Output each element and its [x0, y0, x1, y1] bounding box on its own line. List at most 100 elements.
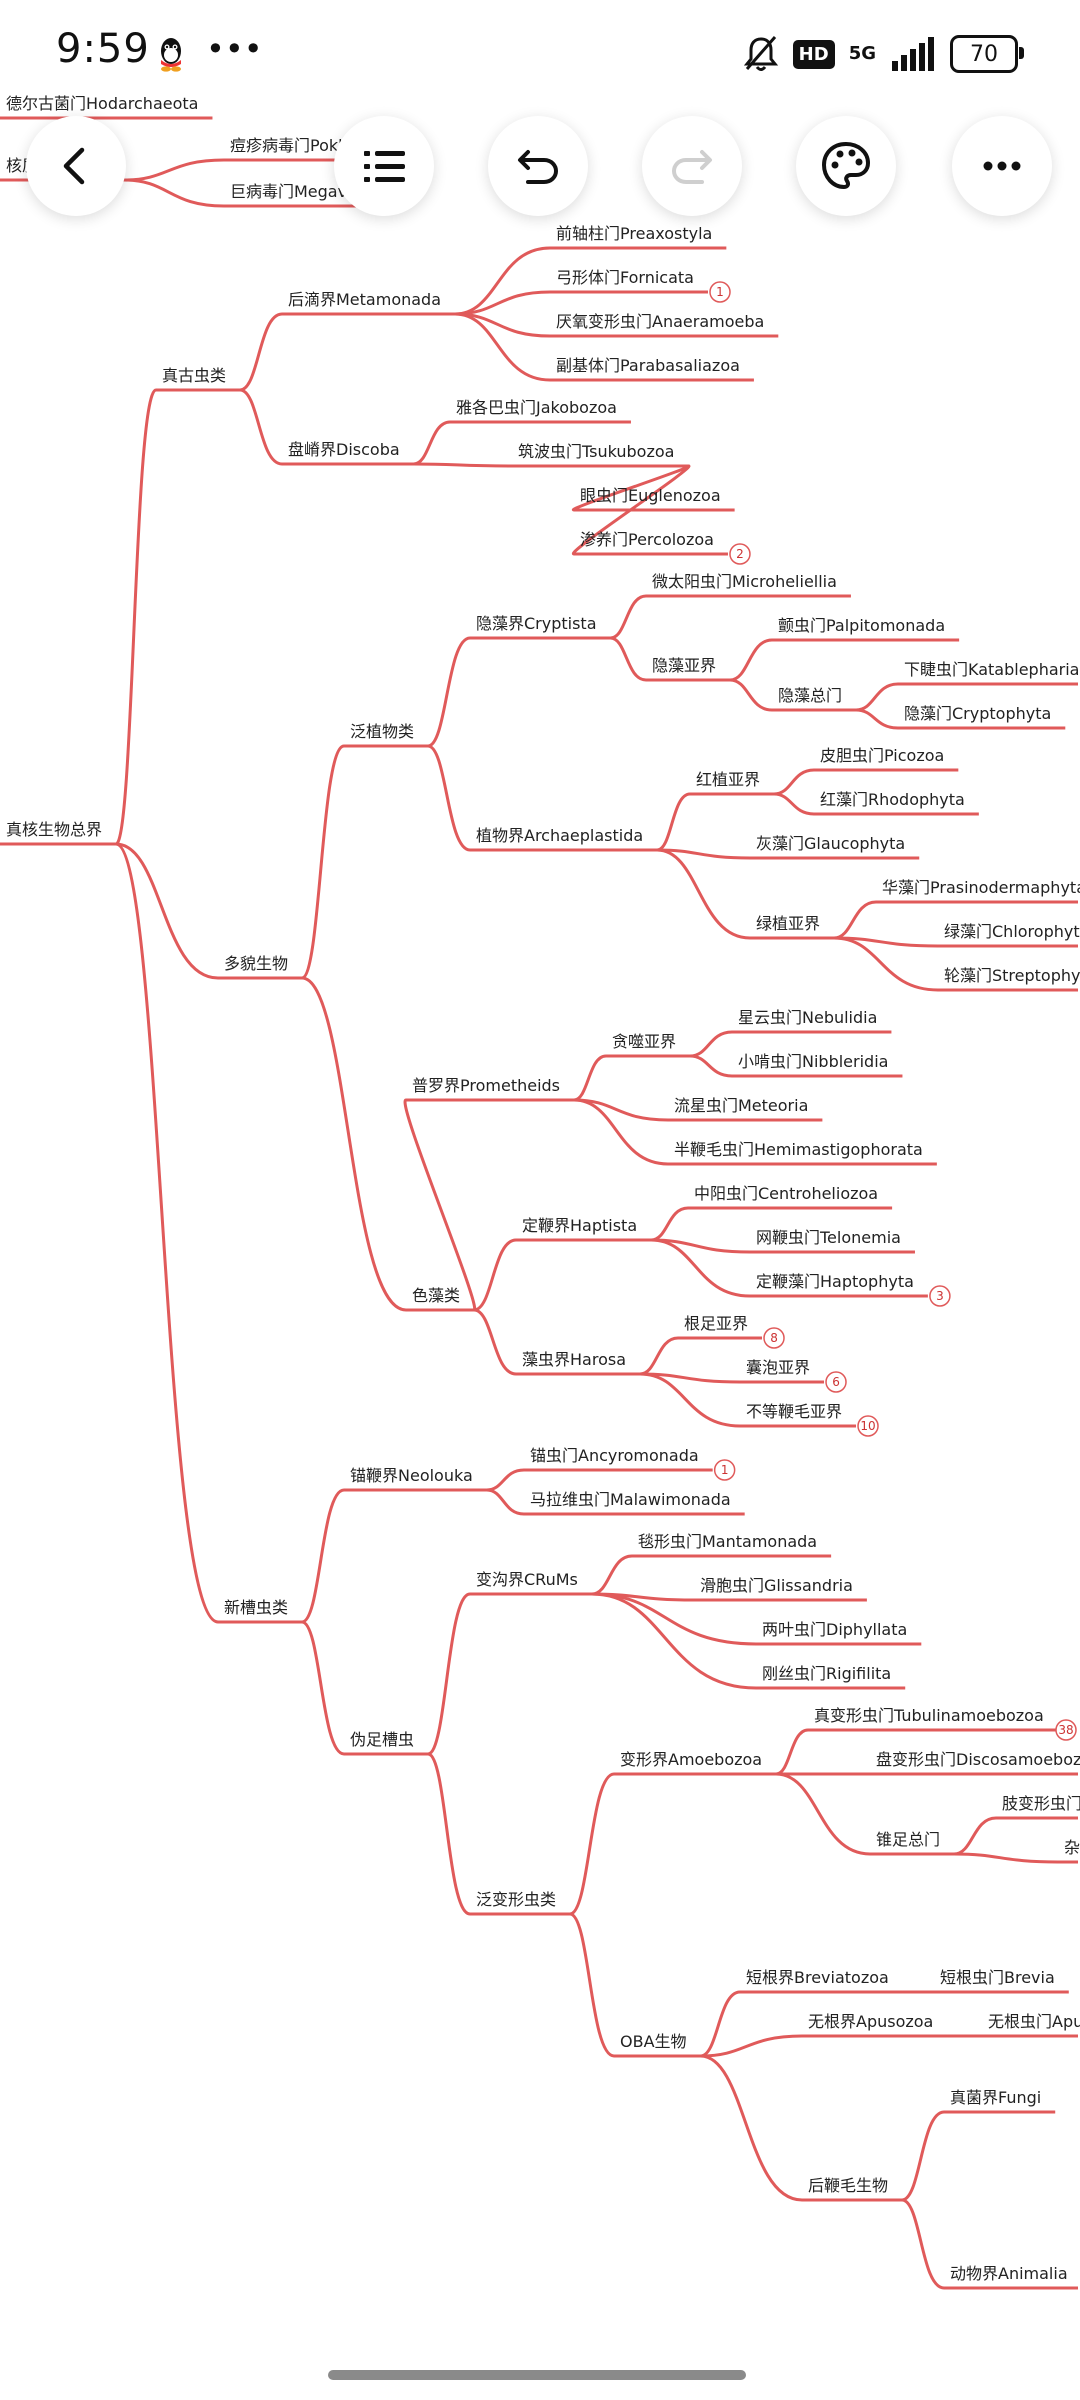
mind-map-node[interactable]: 锚鞭界Neolouka: [344, 1466, 487, 1492]
mind-map-node[interactable]: 隐藻亚界: [646, 656, 731, 682]
mind-map-node[interactable]: 无根虫门Apus…: [982, 2012, 1080, 2038]
mind-map-node[interactable]: 真古虫类: [156, 366, 241, 392]
mind-map-node[interactable]: 厌氧变形虫门Anaeramoeba: [550, 312, 779, 338]
collapsed-count-badge[interactable]: [929, 1285, 951, 1307]
branch-connector: [412, 462, 514, 468]
mind-map-node[interactable]: 变形界Amoebozoa: [614, 1750, 777, 1776]
mind-map-node[interactable]: 副基体门Parabasaliazoa: [550, 356, 754, 382]
mind-map-node[interactable]: 灰藻门Glaucophyta: [750, 834, 920, 860]
mind-map-node[interactable]: 轮藻门Streptophyta: [938, 966, 1080, 992]
mind-map-node[interactable]: 短根界Breviatozoa: [740, 1968, 903, 1994]
mind-map-node[interactable]: 杂变…: [1058, 1838, 1080, 1864]
mind-map-node[interactable]: 小啃虫门Nibbleridia: [732, 1052, 903, 1078]
mind-map-node[interactable]: 泛植物类: [344, 722, 429, 748]
mind-map-node[interactable]: 绿藻门Chlorophyta: [938, 922, 1080, 948]
mind-map-node[interactable]: OBA生物: [614, 2032, 701, 2058]
mind-map-node[interactable]: 刚丝虫门Rigifilita: [756, 1664, 906, 1690]
collapsed-count-badge[interactable]: [1055, 1719, 1077, 1741]
collapsed-count-badge[interactable]: [763, 1327, 785, 1349]
mind-map-node[interactable]: 半鞭毛虫门Hemimastigophorata: [668, 1140, 937, 1166]
node-label: 华藻门Prasinodermaphyta: [882, 878, 1080, 897]
branch-lines: [114, 158, 1060, 2290]
mind-map-node[interactable]: 绿植亚界: [750, 914, 835, 940]
undo-button[interactable]: [488, 116, 588, 216]
mind-map-node[interactable]: 两叶虫门Diphyllata: [756, 1620, 922, 1646]
mind-map-node[interactable]: 前轴柱门Preaxostyla: [550, 224, 727, 250]
mind-map-node[interactable]: 华藻门Prasinodermaphyta: [876, 878, 1080, 904]
mind-map-node[interactable]: 盘嵴界Discoba: [282, 440, 414, 466]
mind-map-node[interactable]: 多貌生物: [218, 954, 303, 980]
more-button[interactable]: [952, 116, 1052, 216]
mind-map-node[interactable]: 眼虫门Euglenozoa: [574, 486, 735, 512]
collapsed-count-badge[interactable]: [709, 281, 731, 303]
mind-map-node[interactable]: 星云虫门Nebulidia: [732, 1008, 892, 1034]
mind-map-node[interactable]: 定鞭界Haptista: [516, 1216, 652, 1242]
mind-map-node[interactable]: 植物界Archaeplastida: [470, 826, 658, 852]
outline-button[interactable]: [334, 116, 434, 216]
collapsed-count-badge[interactable]: [729, 543, 751, 565]
mind-map-node[interactable]: 肢变形虫门C…: [996, 1794, 1080, 1820]
mind-map-node[interactable]: 伪足槽虫: [344, 1730, 429, 1756]
mind-map-node[interactable]: 普罗界Prometheids: [406, 1076, 575, 1102]
branch-connector: [688, 1054, 734, 1078]
mind-map-node[interactable]: 微太阳虫门Microheliellia: [646, 572, 851, 598]
mind-map-node[interactable]: 隐藻总门: [772, 686, 857, 712]
mind-map-node[interactable]: 网鞭虫门Telonemia: [750, 1228, 915, 1254]
mind-map-node[interactable]: 隐藻门Cryptophyta: [898, 704, 1066, 730]
mind-map-node[interactable]: 变沟界CRuMs: [470, 1570, 592, 1596]
mind-map-node[interactable]: 泛变形虫类: [470, 1890, 571, 1916]
mind-map-node[interactable]: 红植亚界: [690, 770, 775, 796]
mind-map-node[interactable]: 德尔古菌门Hodarchaeota: [0, 94, 213, 120]
branch-connector: [772, 792, 816, 816]
mind-map-node[interactable]: 雅各巴虫门Jakobozoa: [450, 398, 631, 424]
mind-map-node[interactable]: 锥足总门: [870, 1830, 955, 1856]
mind-map-node[interactable]: 红藻门Rhodophyta: [814, 790, 979, 816]
mind-map-node[interactable]: 无根界Apusozoa: [802, 2012, 948, 2038]
mind-map-node[interactable]: 盘变形虫门Discosamoebozoa: [870, 1750, 1080, 1776]
mind-map-node[interactable]: 下睫虫门Katablepharia: [898, 660, 1079, 686]
node-label: 后鞭毛生物: [808, 2176, 888, 2195]
mind-map-node[interactable]: 毯形虫门Mantamonada: [632, 1532, 832, 1558]
mind-map-nodes: 德尔古菌门Hodarchaeota核质……virae痘疹病毒门Pokk…巨病毒门…: [0, 94, 1080, 2290]
mind-map-node[interactable]: 筑波虫门Tsukubozoa: [512, 442, 689, 468]
mind-map-node[interactable]: 色藻类: [406, 1286, 475, 1312]
node-label: 小啃虫门Nibbleridia: [738, 1052, 888, 1071]
mind-map-node[interactable]: 动物界Animalia: [944, 2264, 1078, 2290]
mind-map-node[interactable]: 真核生物总界: [0, 820, 117, 846]
mind-map-node[interactable]: 后滴界Metamonada: [282, 290, 456, 316]
mind-map-node[interactable]: 滑胞虫门Glissandria: [694, 1576, 867, 1602]
mind-map-node[interactable]: 隐藻界Cryptista: [470, 614, 611, 640]
mind-map-node[interactable]: 马拉维虫门Malawimonada: [524, 1490, 745, 1516]
collapsed-count-badge[interactable]: [825, 1371, 847, 1393]
theme-button[interactable]: [796, 116, 896, 216]
node-label: 泛变形虫类: [476, 1890, 556, 1909]
mind-map-node[interactable]: 短根虫门Brevia: [934, 1968, 1069, 1994]
branch-connector: [952, 1852, 1060, 1864]
collapsed-count-badge[interactable]: [713, 1459, 736, 1481]
collapsed-count-badge[interactable]: [857, 1415, 879, 1437]
mind-map-node[interactable]: 中阳虫门Centroheliozoa: [688, 1184, 893, 1210]
mind-map-node[interactable]: 贪噬亚界: [606, 1032, 691, 1058]
mind-map-node[interactable]: 后鞭毛生物: [802, 2176, 903, 2202]
mind-map-node[interactable]: 新槽虫类: [218, 1598, 303, 1624]
mind-map-node[interactable]: 皮胆虫门Picozoa: [814, 746, 959, 772]
badge-count: 3: [936, 1289, 944, 1303]
redo-button[interactable]: [642, 116, 742, 216]
back-button[interactable]: [26, 116, 126, 216]
branch-connector: [426, 744, 472, 852]
mind-map-node[interactable]: 藻虫界Harosa: [516, 1350, 640, 1376]
mind-map-node[interactable]: 真菌界Fungi: [944, 2088, 1056, 2114]
mind-map-node[interactable]: 颤虫门Palpitomonada: [772, 616, 960, 642]
node-label: 德尔古菌门Hodarchaeota: [6, 94, 198, 113]
home-indicator[interactable]: [328, 2370, 746, 2380]
mind-map-node[interactable]: 流星虫门Meteoria: [668, 1096, 823, 1122]
